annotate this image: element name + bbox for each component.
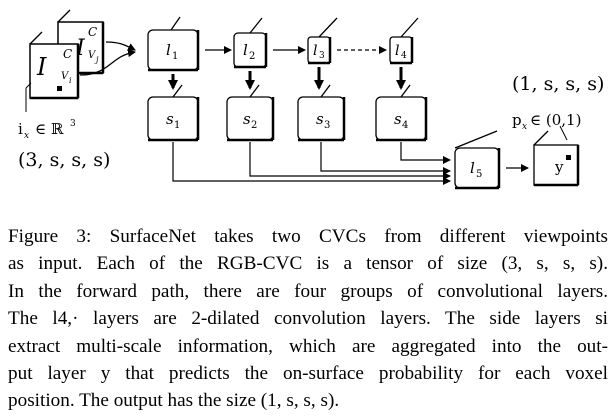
caption-line: The l4,· layers are 2-dilated convolutio… [8,308,608,330]
input-back-base: I [75,36,86,61]
input-front-sub: V [61,71,70,82]
surfacenet-architecture-diagram: I C V j I C V i i x ∈ ℝ 3 (3, s, s, s) l… [18,9,604,190]
input-front-subsub: i [69,76,72,85]
layer-l3: l 3 [307,17,338,65]
output-cube: y [533,130,580,187]
caption-line: extract multi-scale information, which a… [8,335,608,357]
aggregation-connectors [172,142,451,185]
voxel-set: ∈ ℝ [35,120,64,138]
voxel-pow: 3 [70,119,76,129]
input-back-subsub: j [94,55,99,64]
layer-l5: l 5 [454,130,501,190]
layer-l1: l 1 [147,16,200,72]
output-label: y [554,158,564,176]
prob-range: ∈ (0,1) [530,111,581,129]
caption-line: as input. Each of the RGB-CVC is a tenso… [8,253,608,275]
layer-l2: l 2 [233,17,268,69]
input-back-sup: C [88,25,97,39]
voxel-label: i [18,120,23,138]
output-voxel-marker [566,155,571,160]
side-layer-s3: s 3 [297,84,346,142]
prob-label: p [512,111,522,129]
arrow-input-back-to-l1 [105,41,136,51]
figure-caption: Figure 3: SurfaceNet takes two CVCs from… [8,223,608,415]
input-voxel-marker [57,86,62,91]
svg-text:4: 4 [402,120,408,131]
svg-text:4: 4 [401,51,407,61]
input-back-sub: V [88,50,97,61]
svg-text:l: l [243,41,248,59]
input-front-base: I [36,53,47,81]
svg-text:s: s [394,110,402,128]
input-size: (3, s, s, s) [18,149,110,171]
prob-sub: x [522,122,527,132]
caption-line: position. The output has the size (1, s,… [8,390,340,412]
svg-text:5: 5 [476,169,482,180]
svg-text:l: l [166,41,171,59]
layer-l4: l 4 [389,17,419,65]
svg-text:l: l [395,43,399,59]
arrow-input-front-to-l1 [79,49,136,76]
svg-text:2: 2 [249,51,255,62]
svg-text:1: 1 [172,51,178,62]
output-size: (1, s, s, s) [512,73,604,95]
voxel-sub: x [24,131,29,141]
side-layer-s4: s 4 [375,84,428,142]
svg-text:1: 1 [174,120,180,131]
side-layer-s1: s 1 [147,84,200,142]
svg-text:3: 3 [324,120,330,131]
svg-text:s: s [243,110,251,128]
svg-text:l: l [313,43,317,59]
svg-text:s: s [316,110,324,128]
input-cvc-front: I C V i [29,31,80,100]
svg-text:s: s [166,110,174,128]
svg-text:3: 3 [319,51,325,61]
input-front-sup: C [63,47,72,61]
caption-line: Figure 3: SurfaceNet takes two CVCs from… [8,226,608,247]
svg-text:2: 2 [251,120,257,131]
side-layer-s2: s 2 [226,84,275,142]
caption-line: In the forward path, there are four grou… [8,280,608,302]
svg-text:l: l [470,159,475,177]
caption-line: put layer y that predicts the on-surface… [8,363,608,385]
